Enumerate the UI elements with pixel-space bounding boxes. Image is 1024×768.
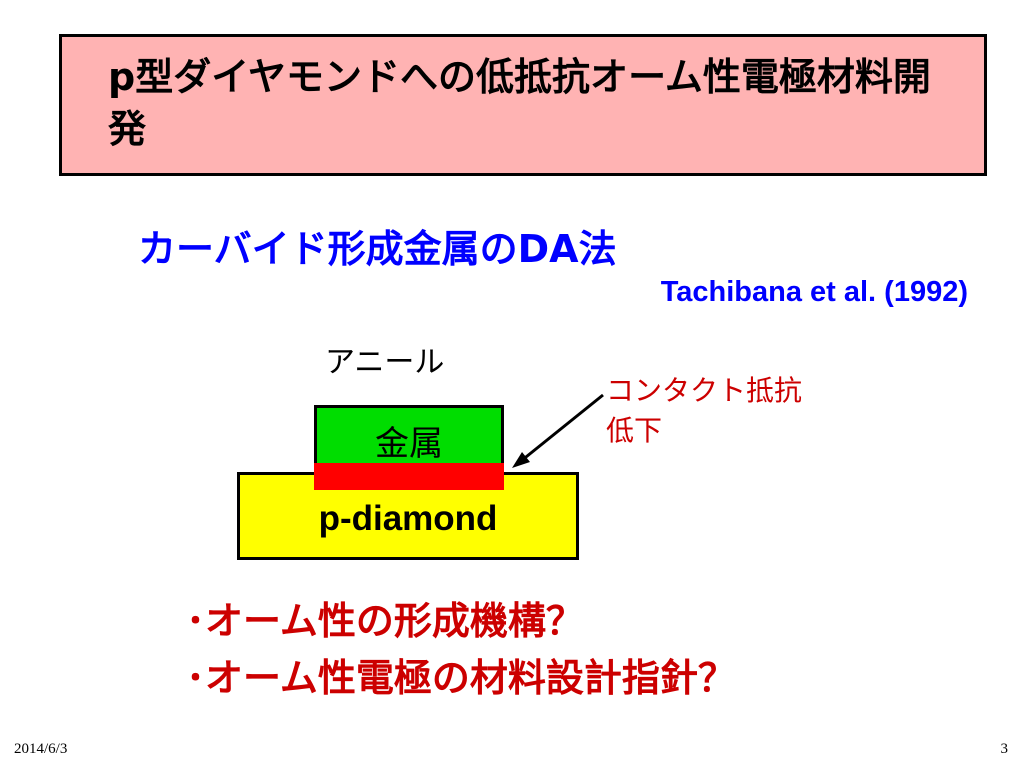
footer-date: 2014/6/3 bbox=[14, 741, 68, 757]
arrow-head bbox=[512, 452, 530, 468]
page-number: 3 bbox=[1000, 741, 1009, 757]
contact-resistance-label: コンタクト抵抗 低下 bbox=[606, 371, 802, 451]
anneal-label: アニール bbox=[325, 345, 445, 380]
substrate-label: p-diamond bbox=[318, 499, 498, 538]
questions-list: ･オーム性の形成機構？ ･オーム性電極の材料設計指針？ bbox=[186, 593, 736, 707]
slide-subtitle: カーバイド形成金属のDA法 bbox=[138, 227, 617, 271]
arrow-shaft bbox=[520, 393, 604, 463]
carbide-interface-layer bbox=[314, 463, 504, 490]
metal-layer: 金属 bbox=[314, 405, 504, 467]
metal-label: 金属 bbox=[375, 424, 443, 464]
question-item: ･オーム性電極の材料設計指針？ bbox=[186, 656, 736, 700]
contact-label-line1: コンタクト抵抗 bbox=[606, 374, 803, 407]
title-box: p型ダイヤモンドへの低抵抗オーム性電極材料開発 bbox=[59, 34, 987, 176]
contact-label-line2: 低下 bbox=[606, 414, 663, 447]
slide-title: p型ダイヤモンドへの低抵抗オーム性電極材料開発 bbox=[108, 55, 931, 151]
question-item: ･オーム性の形成機構？ bbox=[186, 599, 584, 643]
citation: Tachibana et al. (1992) bbox=[660, 276, 968, 308]
